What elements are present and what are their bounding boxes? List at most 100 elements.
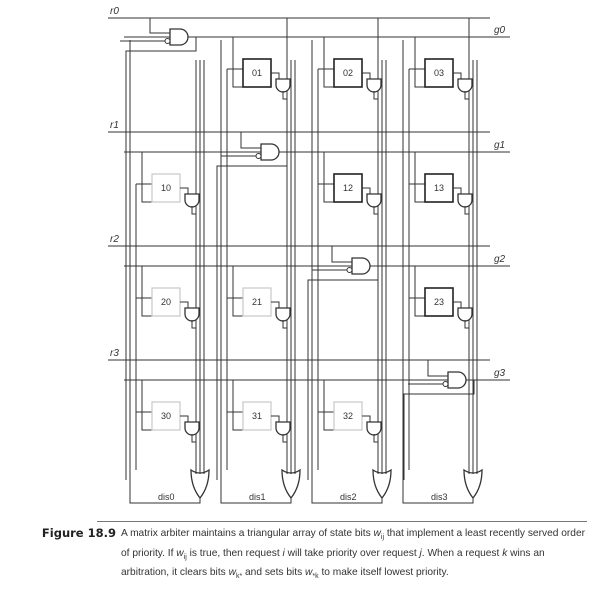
request-label-r3: r3: [110, 348, 119, 359]
disable-label-dis1: dis1: [249, 492, 266, 502]
grant-label-g2: g2: [494, 254, 506, 265]
caption-math-symbol: j: [419, 547, 422, 559]
grant-feedback-wire: [125, 37, 197, 480]
state-bit-label-02: 02: [343, 68, 353, 78]
cell-grant-wire: [141, 152, 152, 203]
caption-text-run: will take priority over request: [284, 547, 420, 559]
cell-grant-wire: [414, 266, 425, 317]
request-label-r1: r1: [110, 120, 119, 131]
caption-math-symbol: i: [282, 547, 285, 559]
grant-label-g0: g0: [494, 25, 506, 36]
column-frame-2: [311, 40, 383, 504]
cell-grant-wire: [414, 152, 425, 203]
caption-math-symbol: wij: [176, 547, 187, 561]
cell-to-and-wire: [453, 187, 462, 194]
state-bit-label-20: 20: [161, 297, 171, 307]
cell-to-and-wire: [453, 301, 462, 308]
cell-to-and-wire: [271, 415, 280, 422]
and-output-wire: [191, 320, 197, 474]
caption-text-run: to make itself lowest priority.: [318, 567, 449, 579]
grant-gate-g3: [447, 371, 467, 389]
cell-to-and-wire: [180, 301, 189, 308]
state-bit-13: [424, 173, 454, 203]
grant-request-input: [149, 18, 170, 34]
inverter-bubble: [346, 267, 353, 273]
state-bit-label-10: 10: [161, 183, 171, 193]
state-bit-label-32: 32: [343, 411, 353, 421]
and-output-wire: [282, 434, 288, 474]
column-frame-0: [129, 40, 201, 504]
inverter-bubble: [164, 38, 171, 44]
state-bit-label-23: 23: [434, 297, 444, 307]
disable-label-dis2: dis2: [340, 492, 357, 502]
and-gate-02: [366, 78, 382, 93]
column-frame-3: [402, 40, 474, 504]
figure-caption: Figure 18.9 A matrix arbiter maintains a…: [26, 526, 592, 585]
and-output-wire: [191, 434, 197, 474]
inverter-bubble: [255, 153, 262, 159]
state-bit-label-13: 13: [434, 183, 444, 193]
and-gate-12: [366, 193, 382, 208]
cell-to-and-wire: [362, 187, 371, 194]
disable-label-dis0: dis0: [158, 492, 175, 502]
and-gate-03: [457, 78, 473, 93]
cell-grant-wire: [323, 37, 334, 88]
cell-grant-wire: [323, 152, 334, 203]
grant-request-input: [331, 246, 352, 263]
and-output-wire: [282, 91, 288, 474]
caption-text-run: wins an arbitration, it clears bits: [121, 547, 545, 579]
caption-text-run: is true, then request: [186, 547, 283, 559]
column-frame-1: [220, 40, 292, 504]
cell-grant-wire: [232, 380, 243, 431]
and-gate-32: [366, 421, 382, 436]
state-bit-03: [424, 58, 454, 88]
caption-math-symbol: wk*: [228, 567, 243, 581]
cell-grant-wire: [232, 266, 243, 317]
or-gate-dis0: [190, 468, 210, 500]
cell-grant-wire: [323, 380, 334, 431]
grant-label-g1: g1: [494, 140, 505, 151]
cell-grant-wire: [141, 266, 152, 317]
cell-grant-wire: [141, 380, 152, 431]
cell-to-and-wire: [180, 415, 189, 422]
cell-grant-wire: [414, 37, 425, 88]
caption-text-run: and sets bits: [242, 567, 306, 579]
cell-to-and-wire: [180, 187, 189, 194]
figure-caption-text: A matrix arbiter maintains a triangular …: [121, 526, 592, 585]
caption-text-run: . When a request: [421, 547, 503, 559]
cell-to-and-wire: [362, 72, 371, 79]
caption-math-symbol: k: [502, 547, 508, 559]
and-gate-01: [275, 78, 291, 93]
and-output-wire: [373, 206, 379, 474]
grant-request-input: [427, 360, 448, 377]
figure-label: Figure 18.9: [41, 526, 116, 540]
state-bit-label-31: 31: [252, 411, 262, 421]
grant-gate-g0: [169, 28, 189, 46]
caption-text-run: A matrix arbiter maintains a triangular …: [121, 528, 374, 539]
grant-gate-g2: [351, 257, 371, 275]
and-output-wire: [464, 91, 470, 474]
inverter-bubble: [442, 381, 449, 387]
or-gate-dis2: [372, 468, 392, 500]
grant-request-input: [240, 132, 261, 149]
and-gate-31: [275, 421, 291, 436]
grant-gate-g1: [260, 143, 280, 161]
request-label-r2: r2: [110, 234, 119, 245]
and-output-wire: [282, 320, 288, 474]
and-output-wire: [373, 434, 379, 474]
state-bit-label-30: 30: [161, 411, 171, 421]
caption-divider: [97, 521, 587, 522]
state-bit-label-12: 12: [343, 183, 353, 193]
state-bit-label-21: 21: [252, 297, 262, 307]
state-bit-12: [333, 173, 363, 203]
and-gate-30: [184, 421, 200, 436]
and-gate-13: [457, 193, 473, 208]
cell-grant-wire: [232, 37, 243, 88]
state-bit-20: [151, 287, 181, 317]
or-gate-dis1: [281, 468, 301, 500]
and-gate-21: [275, 307, 291, 322]
and-output-wire: [373, 91, 379, 474]
and-gate-20: [184, 307, 200, 322]
state-bit-label-03: 03: [434, 68, 444, 78]
